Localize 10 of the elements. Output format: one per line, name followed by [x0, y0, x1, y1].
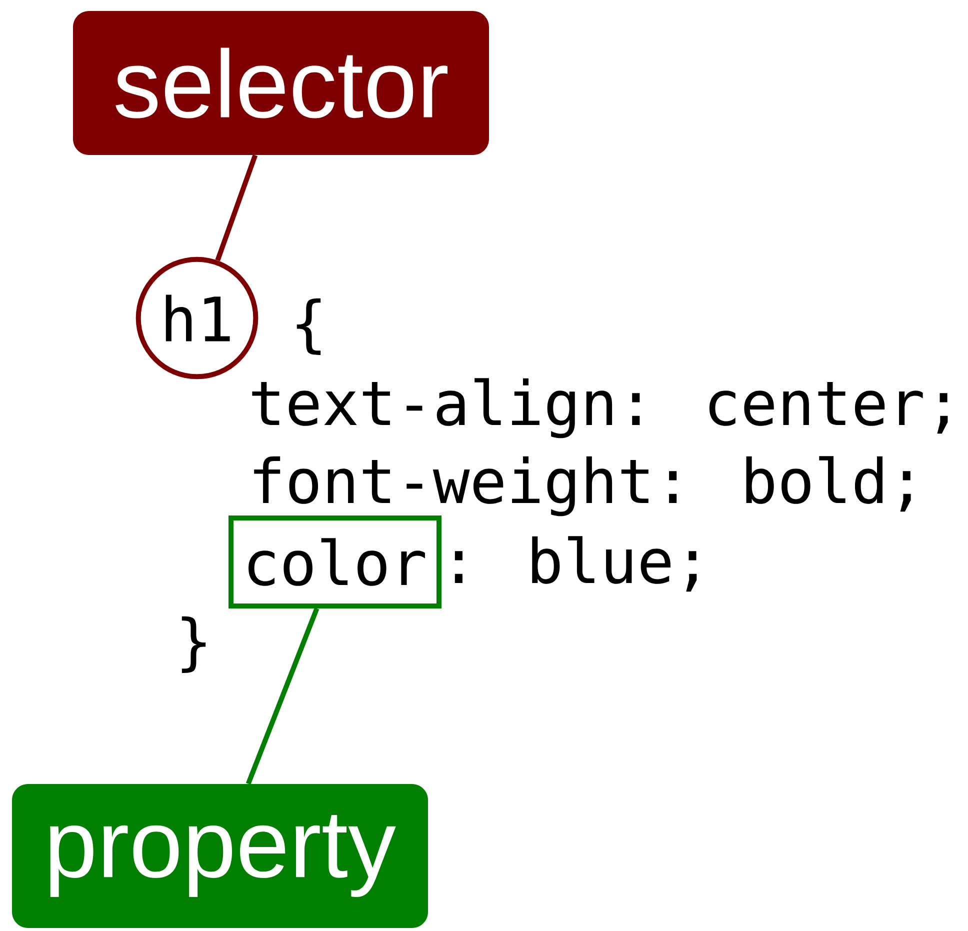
- label-box: selector: [73, 11, 489, 155]
- code-text: font-weight: bold;: [254, 456, 911, 516]
- leader-line: [215, 154, 258, 262]
- boxed-code: color: [228, 516, 442, 608]
- leader-line: [246, 608, 320, 785]
- code-text: text-align: center;: [252, 378, 948, 438]
- circled-code: h1: [136, 256, 258, 380]
- label-box: property: [12, 784, 428, 928]
- code-text: }: [182, 616, 206, 673]
- code-text: {: [296, 298, 321, 355]
